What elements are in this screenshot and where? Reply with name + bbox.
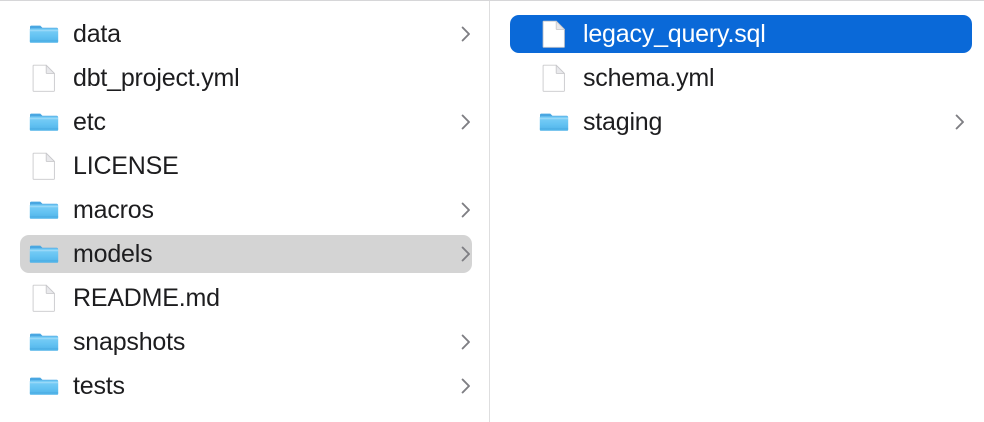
row-content: schema.yml: [522, 63, 944, 93]
folder-icon: [539, 107, 569, 137]
folder-icon: [29, 195, 59, 225]
finder-row-file[interactable]: dbt_project.yml: [0, 56, 489, 100]
item-label: LICENSE: [73, 152, 179, 180]
row-content: etc: [20, 107, 450, 137]
document-icon: [539, 63, 569, 93]
row-content: tests: [20, 371, 450, 401]
chevron-right-icon[interactable]: [460, 113, 472, 131]
document-icon: [29, 151, 59, 181]
chevron-right-icon[interactable]: [954, 113, 966, 131]
chevron-right-icon[interactable]: [460, 333, 472, 351]
folder-icon: [29, 239, 59, 269]
chevron-right-icon[interactable]: [460, 377, 472, 395]
finder-row-folder[interactable]: models: [0, 232, 489, 276]
chevron-right-icon[interactable]: [460, 245, 472, 263]
document-icon: [539, 19, 569, 49]
row-content: dbt_project.yml: [20, 63, 450, 93]
item-label: tests: [73, 372, 125, 400]
folder-icon: [29, 19, 59, 49]
finder-row-folder[interactable]: etc: [0, 100, 489, 144]
row-content: LICENSE: [20, 151, 450, 181]
item-label: snapshots: [73, 328, 186, 356]
document-icon: [29, 283, 59, 313]
finder-row-file[interactable]: README.md: [0, 276, 489, 320]
folder-icon: [29, 107, 59, 137]
item-label: etc: [73, 108, 106, 136]
document-icon: [29, 63, 59, 93]
item-label: README.md: [73, 284, 220, 312]
finder-row-file[interactable]: LICENSE: [0, 144, 489, 188]
folder-icon: [29, 327, 59, 357]
row-content: data: [20, 19, 450, 49]
chevron-right-icon[interactable]: [460, 201, 472, 219]
finder-row-folder[interactable]: staging: [502, 100, 983, 144]
row-content: models: [20, 239, 450, 269]
finder-row-file[interactable]: schema.yml: [502, 56, 983, 100]
row-content: macros: [20, 195, 450, 225]
finder-column-models-folder-column: legacy_query.sql schema.yml staging: [490, 1, 983, 422]
item-label: legacy_query.sql: [583, 20, 766, 48]
finder-row-file[interactable]: legacy_query.sql: [502, 12, 983, 56]
finder-row-folder[interactable]: tests: [0, 364, 489, 408]
finder-row-folder[interactable]: data: [0, 12, 489, 56]
finder-row-folder[interactable]: snapshots: [0, 320, 489, 364]
finder-row-folder[interactable]: macros: [0, 188, 489, 232]
item-label: data: [73, 20, 121, 48]
item-label: schema.yml: [583, 64, 715, 92]
row-content: snapshots: [20, 327, 450, 357]
row-content: staging: [522, 107, 944, 137]
row-content: legacy_query.sql: [522, 19, 944, 49]
item-label: staging: [583, 108, 663, 136]
item-label: macros: [73, 196, 154, 224]
item-label: dbt_project.yml: [73, 64, 240, 92]
row-content: README.md: [20, 283, 450, 313]
chevron-right-icon[interactable]: [460, 25, 472, 43]
folder-icon: [29, 371, 59, 401]
item-label: models: [73, 240, 153, 268]
